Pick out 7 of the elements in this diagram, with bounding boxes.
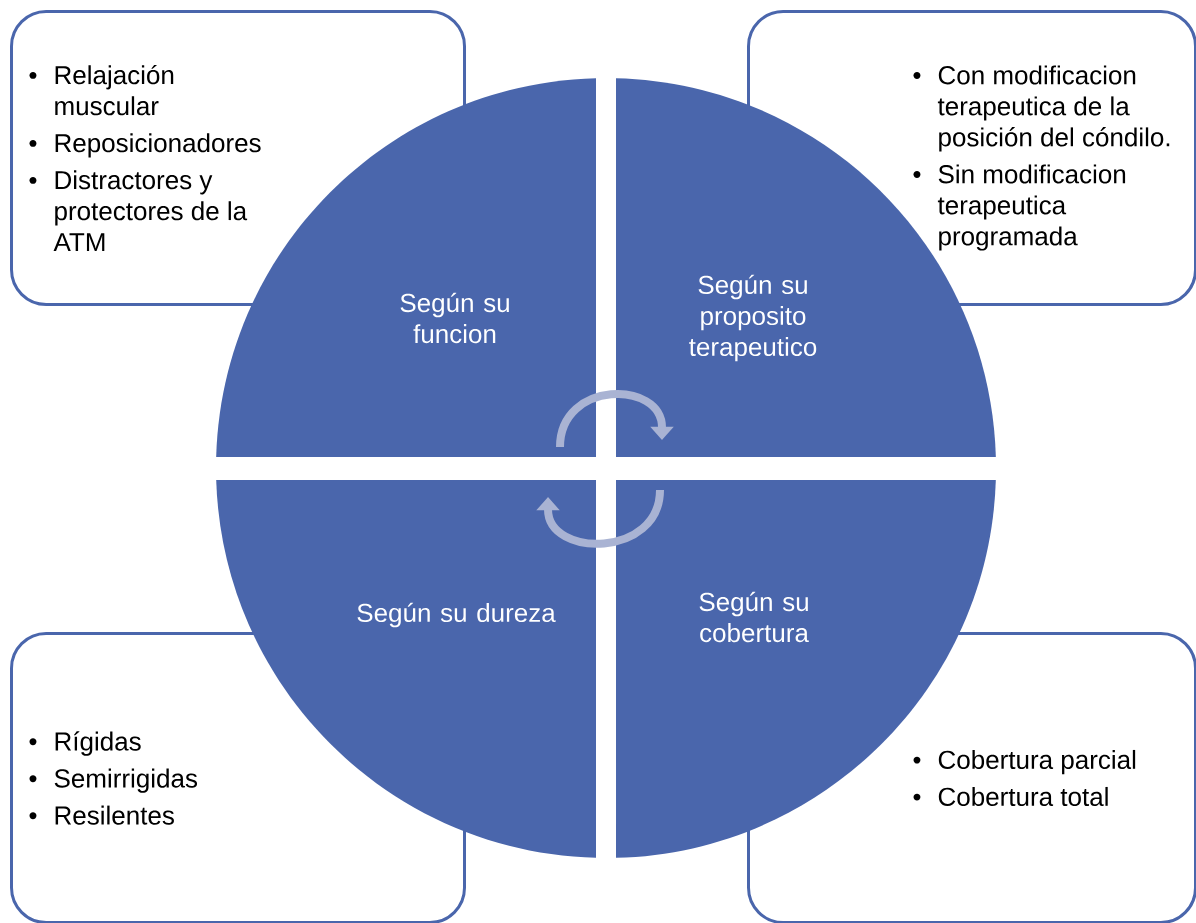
list-item: Semirrigidas — [54, 768, 198, 793]
quadrant: Según su dureza — [216, 480, 596, 858]
list-item: Resilentes — [55, 805, 174, 825]
list-item: Rígidas — [55, 731, 141, 756]
list-item: Relajación muscular — [55, 64, 174, 116]
cycle-arrow — [536, 489, 664, 548]
cycle-arrow — [556, 390, 674, 448]
